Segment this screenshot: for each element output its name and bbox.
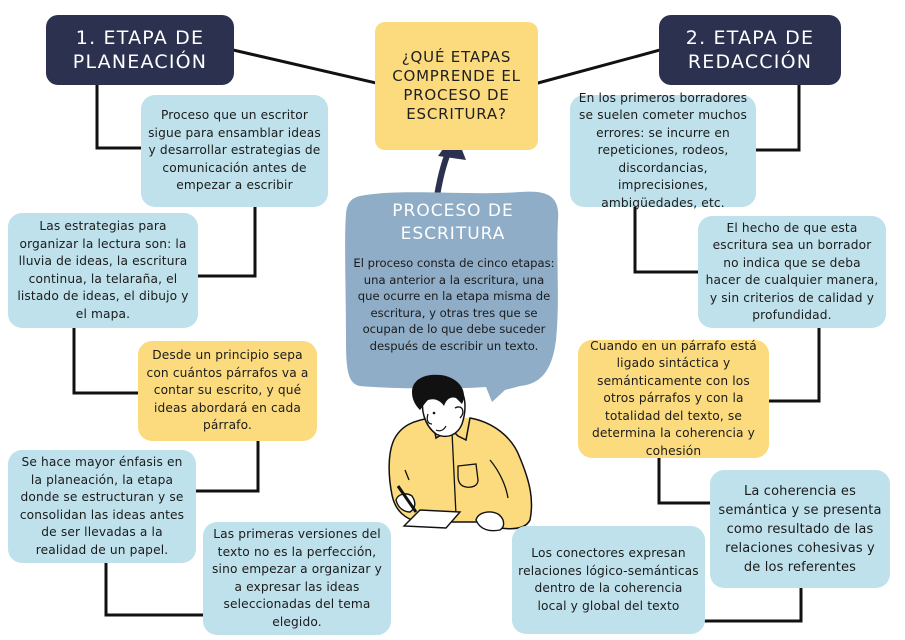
connector-right-2: [633, 204, 702, 274]
central-question-label: ¿QUÉ ETAPAS COMPRENDE EL PROCESO DE ESCR…: [392, 48, 521, 123]
central-question: ¿QUÉ ETAPAS COMPRENDE EL PROCESO DE ESCR…: [375, 22, 538, 150]
planeacion-node-1: Proceso que un escritor sigue para ensam…: [141, 95, 328, 207]
stage-header-redaccion: 2. ETAPA DE REDACCIÓN: [659, 15, 841, 85]
redaccion-node-2-text: El hecho de que esta escritura sea un bo…: [705, 220, 879, 323]
redaccion-node-1: En los primeros borradores se suelen com…: [570, 91, 756, 210]
connector-left-4: [194, 439, 260, 493]
connector-right-1: [753, 82, 801, 152]
connector-right-4: [657, 456, 714, 505]
planeacion-node-3: Desde un principio sepa con cuántos párr…: [138, 341, 317, 441]
planeacion-node-2: Las estrategias para organizar la lectur…: [8, 213, 198, 328]
connector-left-2: [195, 204, 257, 278]
connector-right-5: [702, 585, 803, 623]
connector-left-5: [104, 560, 206, 617]
planeacion-node-5: Las primeras versiones del texto no es l…: [203, 522, 391, 635]
planeacion-node-2-text: Las estrategias para organizar la lectur…: [17, 219, 189, 321]
planeacion-node-1-text: Proceso que un escritor sigue para ensam…: [148, 108, 321, 193]
connector-right-3: [767, 326, 821, 403]
connector-left-header-question: [231, 48, 378, 85]
planeacion-node-5-text: Las primeras versiones del texto no es l…: [212, 527, 382, 629]
bubble-body: El proceso consta de cinco etapas: una a…: [353, 256, 555, 353]
stage-header-planeacion: 1. ETAPA DE PLANEACIÓN: [46, 15, 234, 85]
planeacion-node-4-text: Se hace mayor énfasis en la planeación, …: [19, 455, 185, 557]
bubble-title: PROCESO DE ESCRITURA: [392, 201, 514, 244]
planeacion-node-3-text: Desde un principio sepa con cuántos párr…: [146, 348, 309, 433]
connector-right-header-question: [536, 48, 662, 85]
redaccion-node-4: La coherencia es semántica y se presenta…: [710, 470, 890, 588]
connector-left-1: [95, 82, 144, 150]
planeacion-node-4: Se hace mayor énfasis en la planeación, …: [8, 450, 196, 563]
stage-header-redaccion-label: 2. ETAPA DE REDACCIÓN: [685, 27, 815, 73]
redaccion-node-3: Cuando en un párrafo está ligado sintáct…: [578, 338, 769, 458]
stage-header-planeacion-label: 1. ETAPA DE PLANEACIÓN: [72, 27, 208, 73]
redaccion-node-1-text: En los primeros borradores se suelen com…: [578, 90, 748, 210]
man-writing-illustration: [388, 374, 533, 532]
redaccion-node-2: El hecho de que esta escritura sea un bo…: [698, 216, 886, 328]
redaccion-node-4-text: La coherencia es semántica y se presenta…: [718, 483, 882, 575]
arrow-up-icon: [434, 141, 455, 199]
redaccion-node-5: Los conectores expresan relaciones lógic…: [512, 526, 705, 634]
redaccion-node-5-text: Los conectores expresan relaciones lógic…: [518, 546, 699, 613]
redaccion-node-3-text: Cuando en un párrafo está ligado sintáct…: [590, 338, 757, 458]
connector-left-3: [72, 324, 142, 395]
